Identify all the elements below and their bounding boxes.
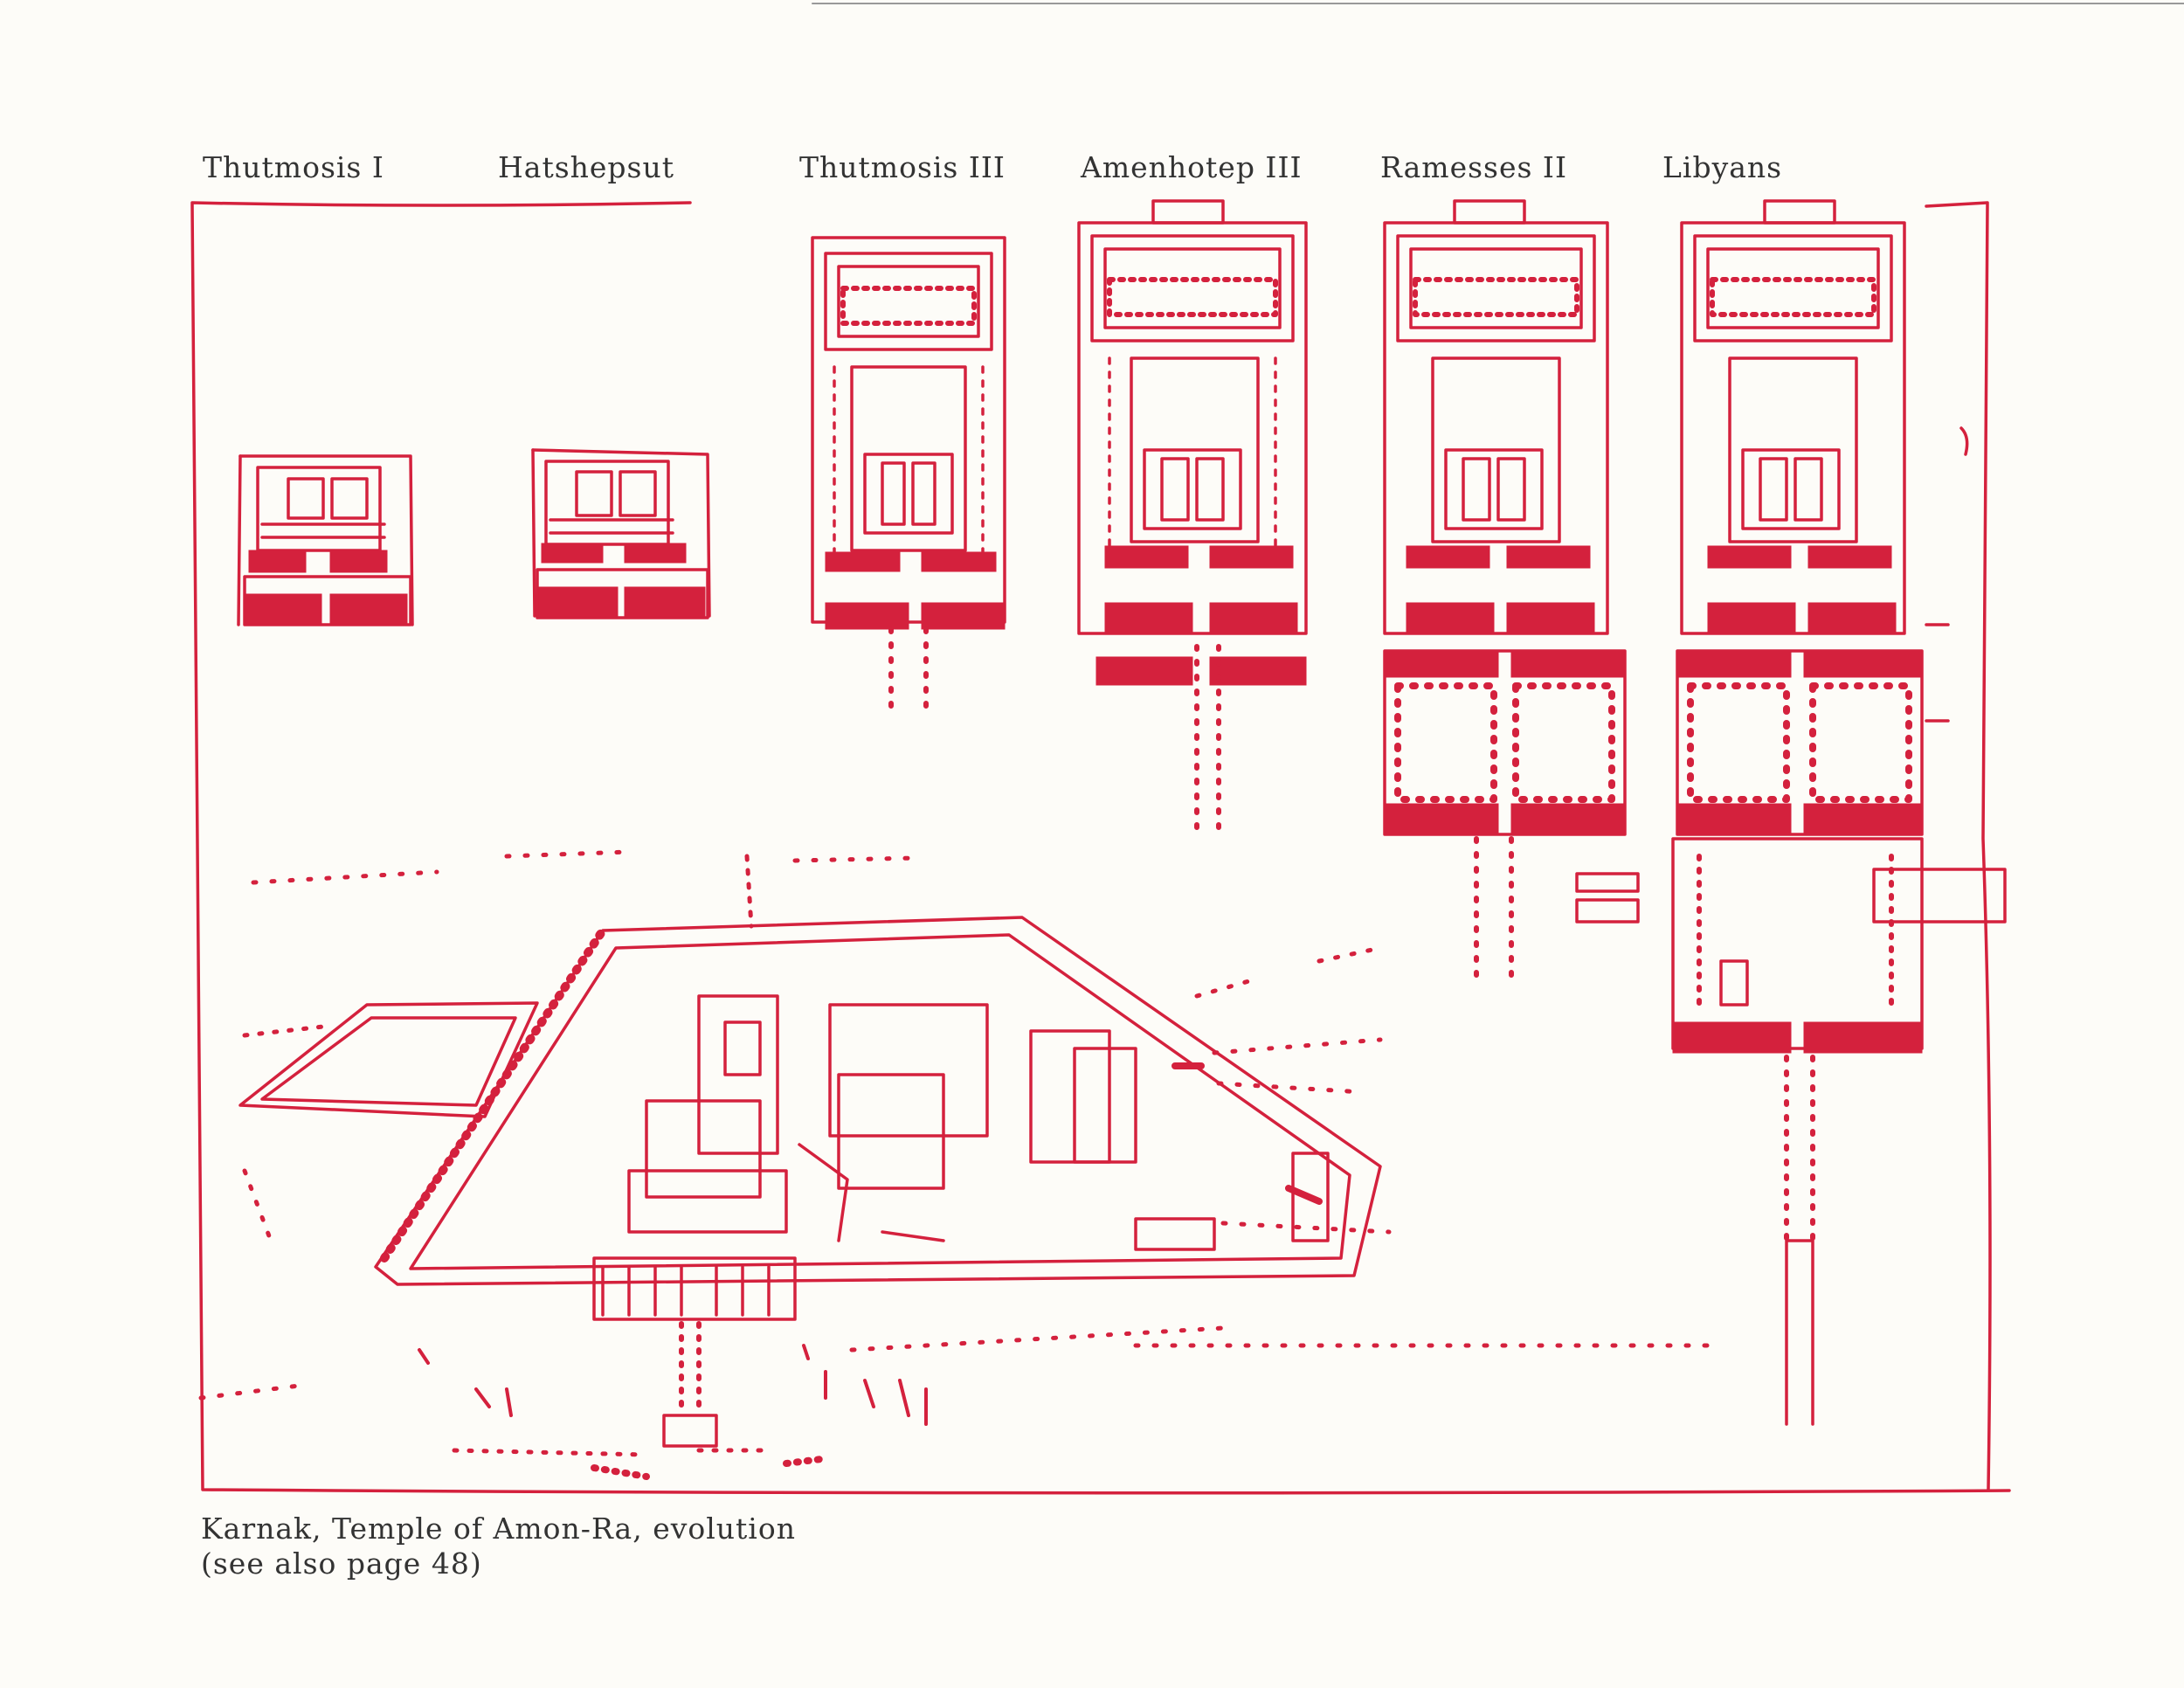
plan-ramesses-ii	[1383, 199, 1640, 990]
caption-line-2: (see also page 48)	[201, 1546, 482, 1581]
frame-border	[190, 3, 2184, 1495]
plan-libyans	[1671, 199, 2007, 1426]
plan-hatshepsut	[531, 448, 711, 619]
plan-thutmosis-i	[237, 454, 414, 626]
figure-caption: Karnak, Temple of Amon-Ra, evolution (se…	[201, 1512, 796, 1581]
label-ramesses-ii: Ramesses II	[1380, 150, 1567, 184]
label-hatshepsut: Hatshepsut	[498, 150, 675, 184]
label-thutmosis-iii: Thutmosis III	[799, 150, 1006, 184]
plan-amenhotep-iii	[1077, 199, 1308, 841]
label-thutmosis-i: Thutmosis I	[203, 150, 384, 184]
caption-line-1: Karnak, Temple of Amon-Ra, evolution	[201, 1512, 796, 1546]
label-amenhotep-iii: Amenhotep III	[1081, 150, 1303, 184]
perspective-view	[198, 849, 1724, 1480]
plan-thutmosis-iii	[811, 236, 1006, 710]
label-libyans: Libyans	[1662, 150, 1783, 184]
